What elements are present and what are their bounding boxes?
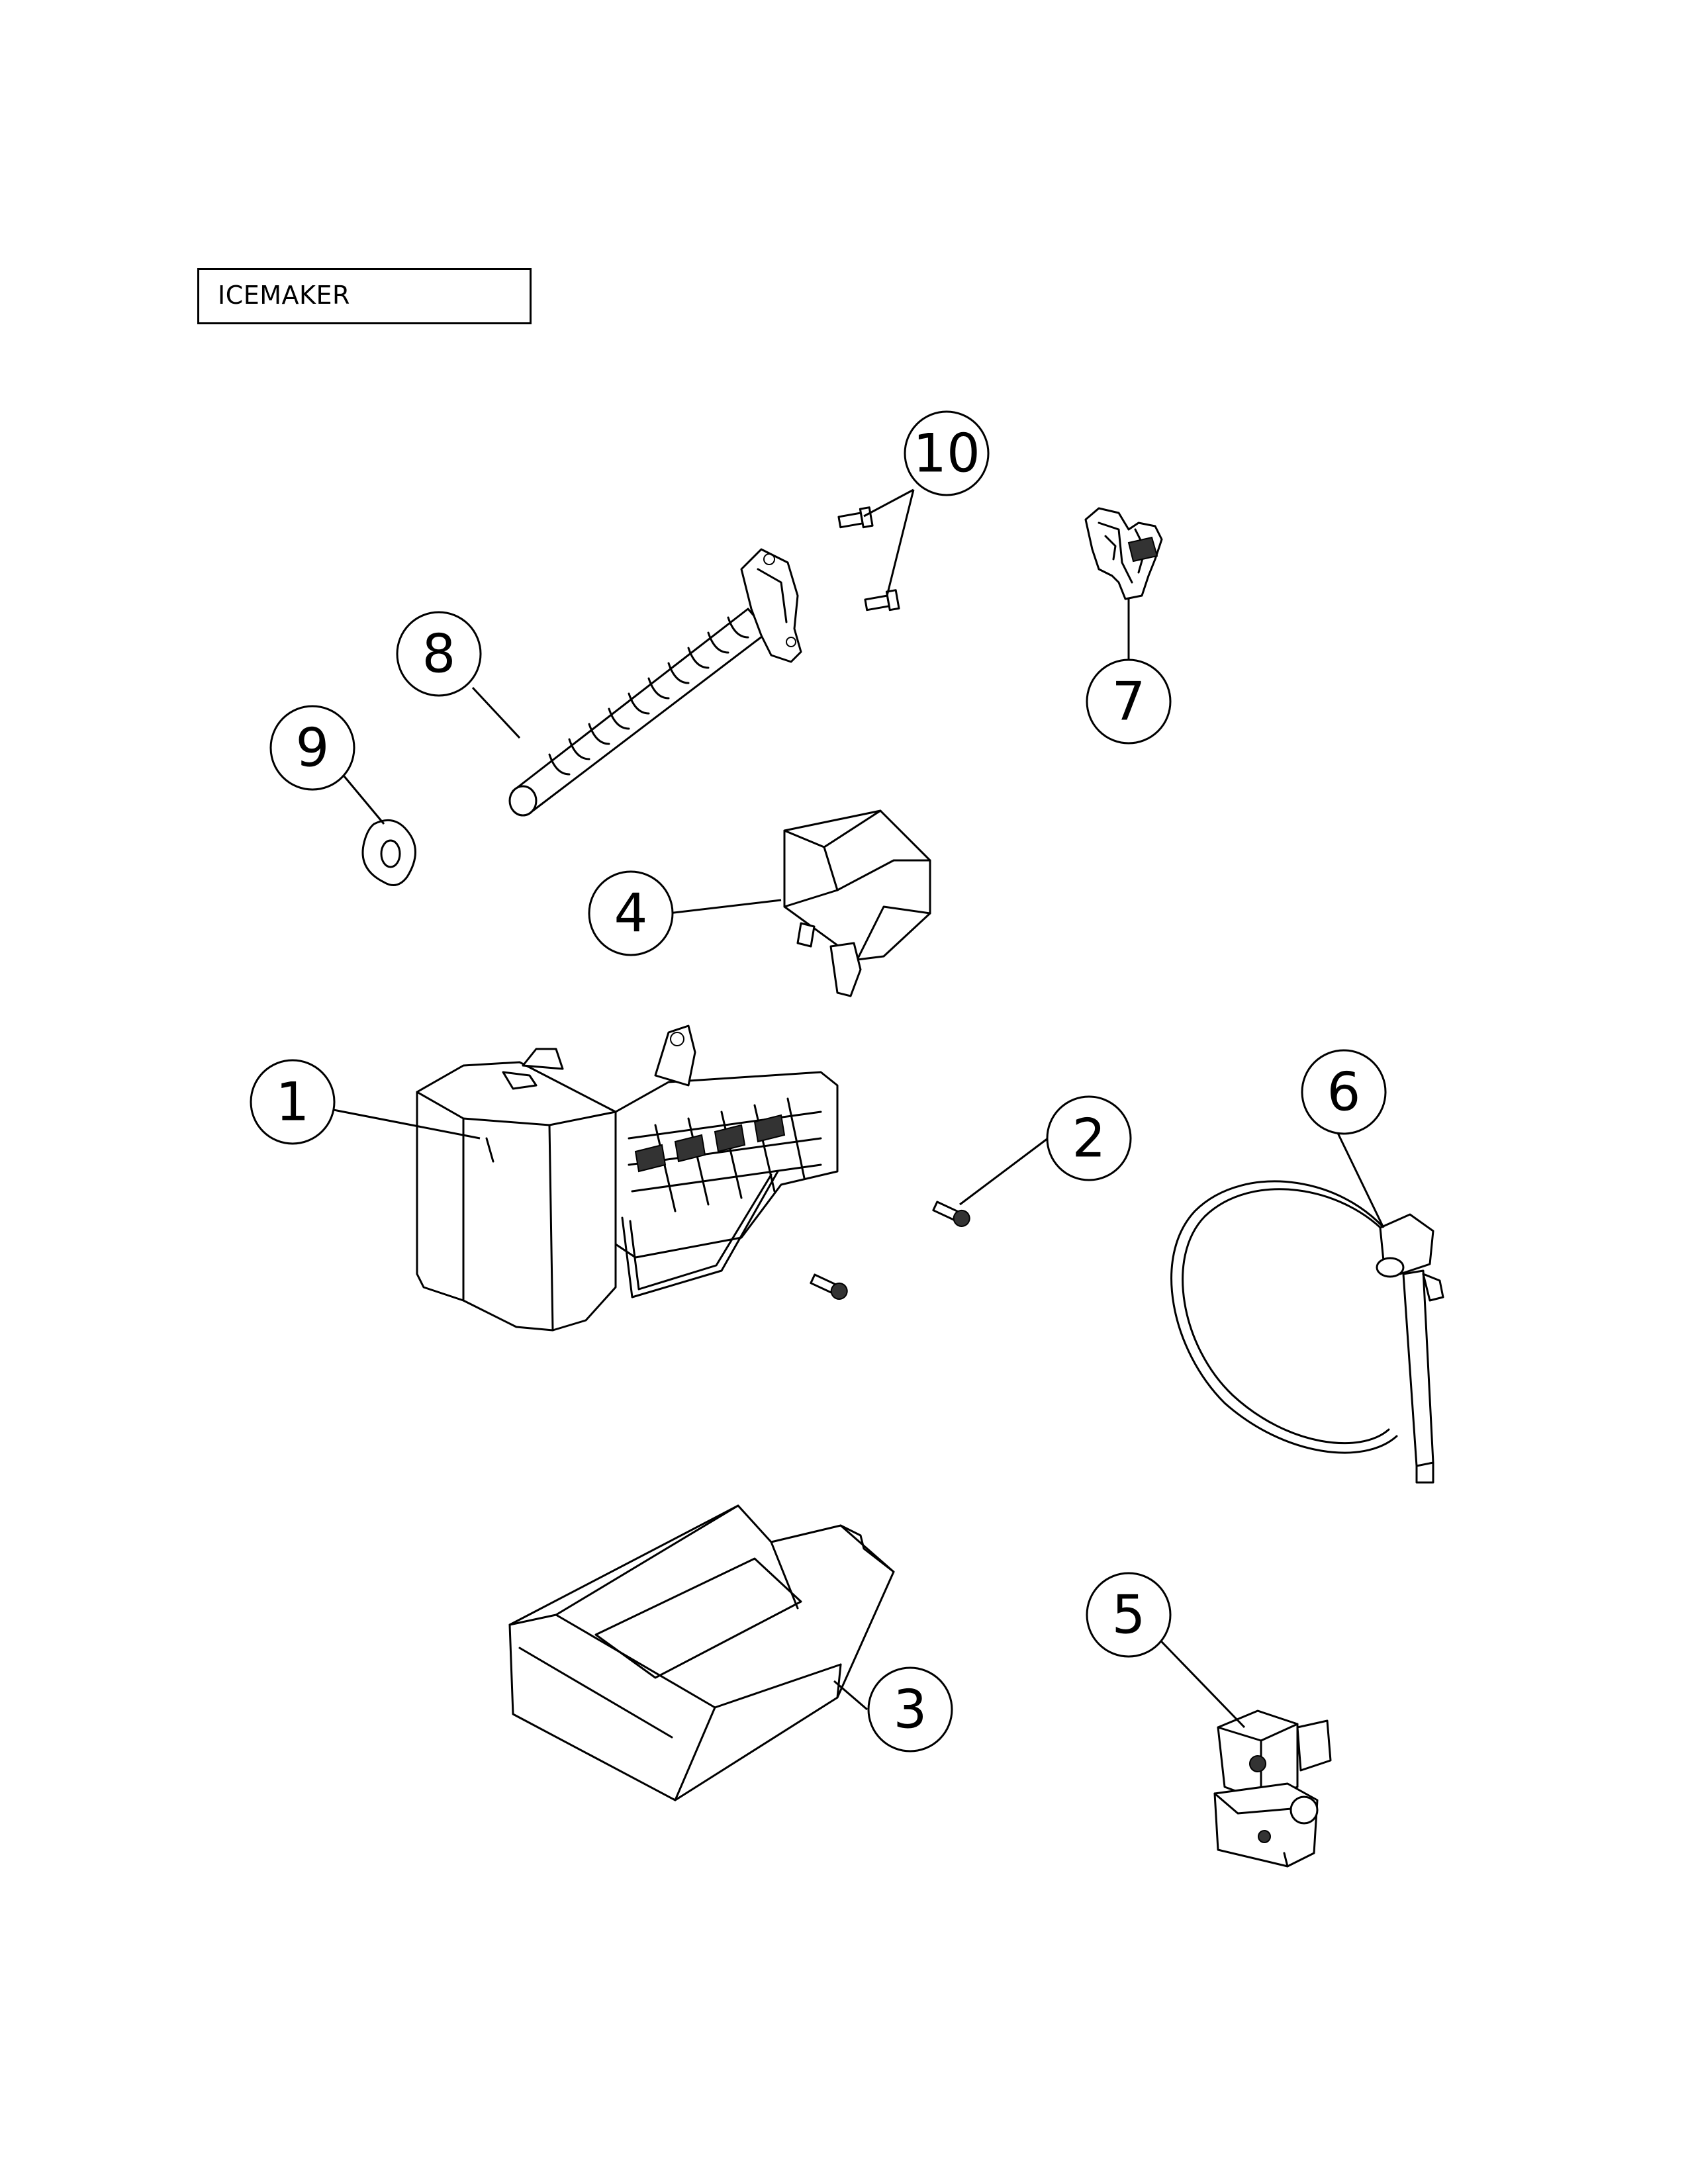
callout-2: 2 [1046,1095,1132,1181]
part-3-ice-bin [508,1504,895,1801]
callout-4: 4 [588,870,674,956]
part-10-screws [837,506,900,612]
callout-9-label: 9 [296,717,330,779]
part-8-ejector-shaft [508,548,802,817]
callout-10-label: 10 [913,423,980,484]
part-2-screws [810,1201,970,1300]
part-1-icemaker-assembly [416,1024,839,1332]
callout-5-label: 5 [1112,1584,1146,1646]
part-5-water-valve [1213,1709,1332,1868]
callout-6-label: 6 [1327,1062,1361,1123]
part-9-washer [361,819,416,886]
callout-1-label: 1 [276,1071,310,1133]
leader-lines [292,488,1385,1729]
callout-7: 7 [1086,659,1172,745]
callout-9: 9 [269,705,355,791]
callout-7-label: 7 [1112,671,1146,733]
callout-3-label: 3 [894,1679,927,1741]
part-6-fill-tube [1170,1180,1444,1484]
callout-5: 5 [1086,1572,1172,1658]
callout-8-label: 8 [422,623,456,685]
diagram-title: ICEMAKER [218,281,350,310]
part-4-chute [783,809,931,997]
callout-1: 1 [250,1059,336,1145]
callout-2-label: 2 [1072,1108,1106,1169]
callout-4-label: 4 [614,883,648,944]
callout-6: 6 [1301,1049,1387,1135]
callout-8: 8 [396,611,482,697]
part-7-switch [1084,507,1163,600]
diagram-title-box: ICEMAKER [197,268,532,324]
callout-3: 3 [867,1666,953,1752]
callout-10: 10 [904,410,990,496]
